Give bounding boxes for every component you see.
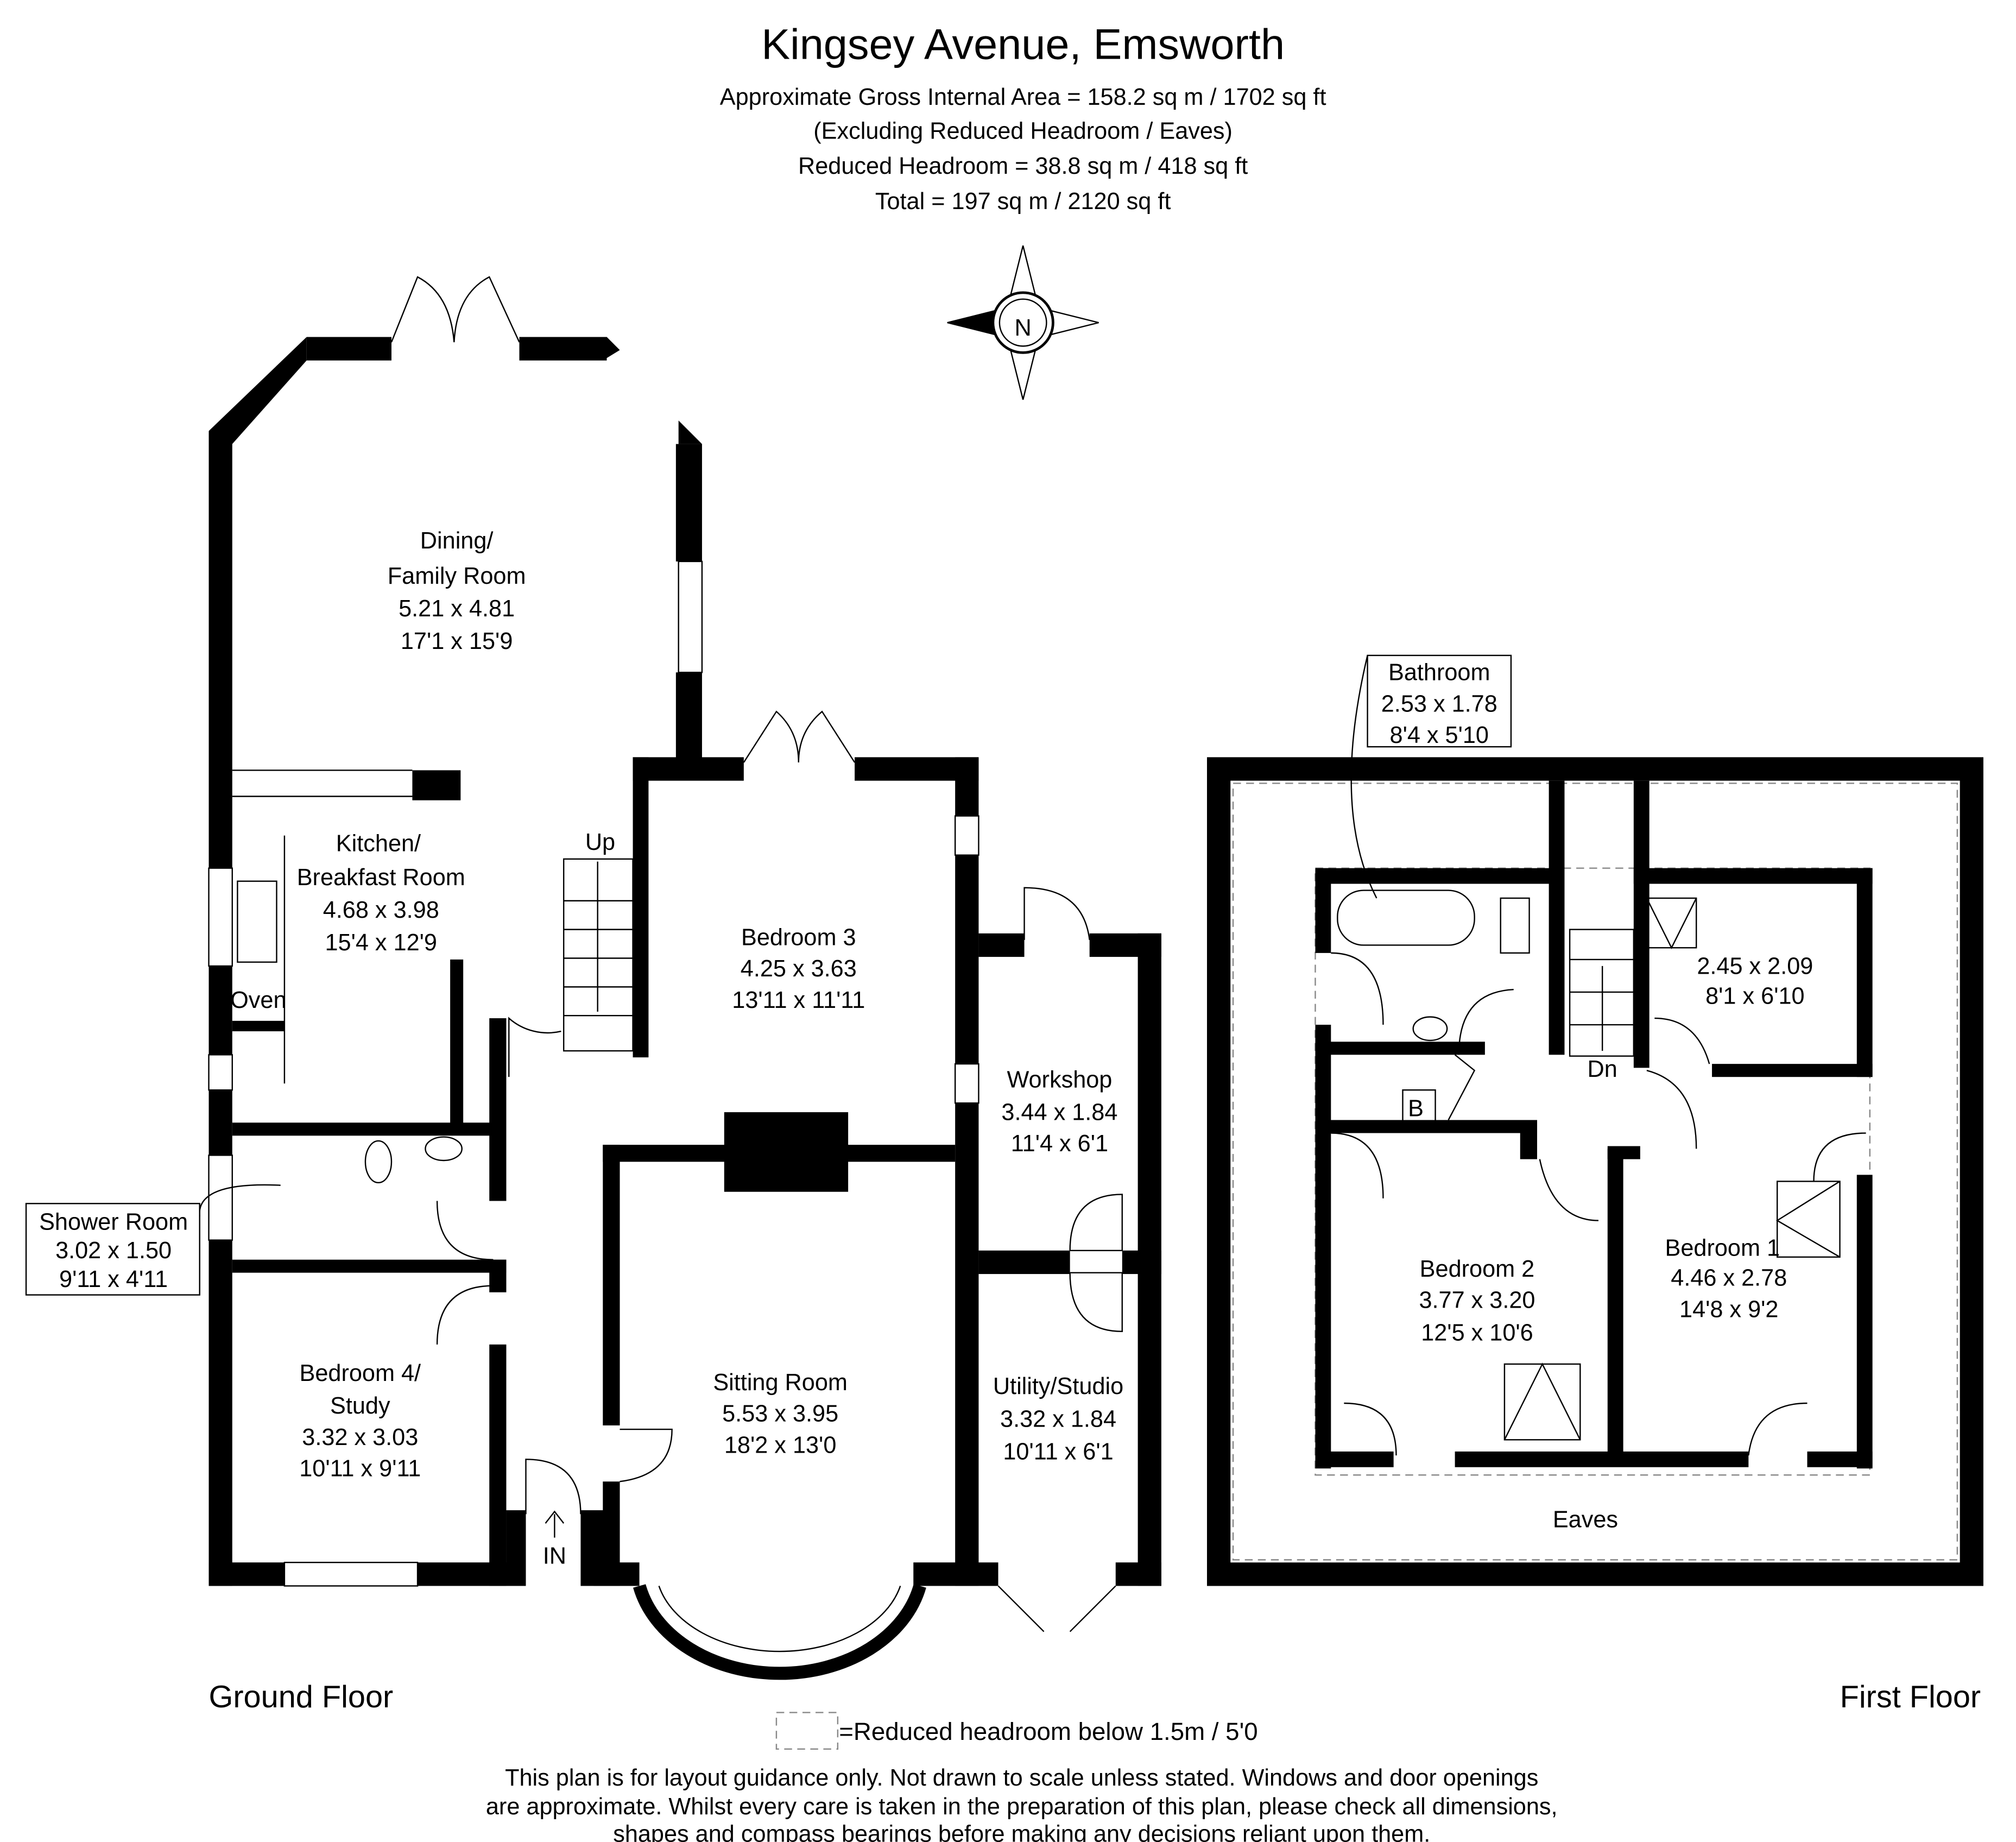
room-dimensions-imperial: 8'1 x 6'10 bbox=[1705, 983, 1804, 1010]
room-dining-family: Dining/ Family Room 5.21 x 4.81 17'1 x 1… bbox=[388, 528, 526, 654]
oven-label: Oven bbox=[230, 987, 286, 1013]
room-dimensions-metric: 3.77 x 3.20 bbox=[1419, 1288, 1535, 1314]
area-line: Reduced Headroom = 38.8 sq m / 418 sq ft bbox=[798, 153, 1248, 179]
room-dimensions-imperial: 18'2 x 13'0 bbox=[724, 1432, 837, 1458]
room-dimensions-imperial: 10'11 x 6'1 bbox=[1003, 1439, 1113, 1465]
room-name: Bedroom 3 bbox=[741, 924, 856, 950]
room-dimensions-metric: 3.32 x 3.03 bbox=[302, 1424, 418, 1450]
room-name: Bedroom 4/ bbox=[300, 1360, 422, 1386]
room-dimensions-metric: 3.02 x 1.50 bbox=[55, 1238, 172, 1264]
legend: =Reduced headroom below 1.5m / 5'0 bbox=[775, 1712, 1258, 1750]
room-sitting: Sitting Room 5.53 x 3.95 18'2 x 13'0 bbox=[713, 1370, 848, 1458]
header: Kingsey Avenue, Emsworth Approximate Gro… bbox=[720, 20, 1326, 215]
room-dimensions-metric: 5.21 x 4.81 bbox=[399, 596, 515, 622]
room-name: Dining/ bbox=[420, 528, 494, 554]
reduced-headroom-swatch bbox=[775, 1712, 839, 1750]
room-dimensions-metric: 5.53 x 3.95 bbox=[722, 1401, 838, 1427]
room-dimensions-imperial: 11'4 x 6'1 bbox=[1011, 1131, 1108, 1157]
room-bedroom-2: Bedroom 2 3.77 x 3.20 12'5 x 10'6 bbox=[1419, 1256, 1535, 1346]
room-name: Study bbox=[330, 1393, 390, 1419]
compass-north-label: N bbox=[1015, 315, 1032, 341]
room-dimensions-metric: 4.25 x 3.63 bbox=[741, 956, 857, 982]
disclaimer-line: are approximate. Whilst every care is ta… bbox=[486, 1794, 1558, 1820]
room-dimensions-imperial: 15'4 x 12'9 bbox=[325, 930, 437, 956]
room-dimensions-imperial: 14'8 x 9'2 bbox=[1679, 1296, 1778, 1322]
room-dimensions-imperial: 13'11 x 11'11 bbox=[732, 987, 865, 1013]
area-line: Approximate Gross Internal Area = 158.2 … bbox=[720, 84, 1326, 110]
room-dimensions-metric: 3.32 x 1.84 bbox=[1000, 1406, 1116, 1432]
room-dimensions-imperial: 12'5 x 10'6 bbox=[1421, 1320, 1533, 1346]
disclaimer: This plan is for layout guidance only. N… bbox=[486, 1765, 1558, 1842]
room-name: Kitchen/ bbox=[336, 830, 421, 856]
room-dimensions-metric: 2.45 x 2.09 bbox=[1697, 953, 1813, 979]
room-dimensions-metric: 4.68 x 3.98 bbox=[323, 897, 439, 923]
room-name: Bedroom 1 bbox=[1665, 1235, 1780, 1261]
area-line: (Excluding Reduced Headroom / Eaves) bbox=[813, 118, 1233, 144]
eaves-label: Eaves bbox=[1553, 1506, 1618, 1532]
entrance-label: IN bbox=[543, 1543, 566, 1569]
room-name: Workshop bbox=[1007, 1067, 1112, 1093]
stairs-up-label: Up bbox=[585, 829, 615, 855]
compass-icon: N bbox=[947, 245, 1099, 400]
room-name: Shower Room bbox=[39, 1209, 188, 1235]
boiler-label: B bbox=[1408, 1095, 1424, 1121]
room-utility: Utility/Studio 3.32 x 1.84 10'11 x 6'1 bbox=[993, 1373, 1123, 1465]
entrance-arrow-icon bbox=[545, 1510, 565, 1538]
room-first-floor-small: 2.45 x 2.09 8'1 x 6'10 bbox=[1697, 953, 1813, 1009]
first-floor-label: First Floor bbox=[1840, 1680, 1981, 1714]
room-kitchen: Kitchen/ Breakfast Room 4.68 x 3.98 15'4… bbox=[230, 830, 465, 1013]
room-shower: Shower Room 3.02 x 1.50 9'11 x 4'11 bbox=[25, 1184, 281, 1296]
room-dimensions-metric: 2.53 x 1.78 bbox=[1381, 691, 1497, 717]
room-name: Utility/Studio bbox=[993, 1373, 1123, 1399]
room-bathroom: Bathroom 2.53 x 1.78 8'4 x 5'10 bbox=[1350, 654, 1512, 899]
room-dimensions-metric: 3.44 x 1.84 bbox=[1001, 1099, 1117, 1125]
room-dimensions-imperial: 17'1 x 15'9 bbox=[401, 628, 513, 654]
legend-text: =Reduced headroom below 1.5m / 5'0 bbox=[839, 1718, 1257, 1745]
room-dimensions-imperial: 9'11 x 4'11 bbox=[59, 1266, 168, 1292]
ground-floor-walls bbox=[208, 276, 1161, 1680]
ground-floor-label: Ground Floor bbox=[209, 1680, 394, 1714]
first-floor-walls bbox=[1206, 757, 1983, 1586]
room-dimensions-imperial: 8'4 x 5'10 bbox=[1390, 722, 1489, 748]
room-name: Family Room bbox=[388, 563, 526, 589]
area-line: Total = 197 sq m / 2120 sq ft bbox=[875, 188, 1171, 215]
room-bedroom-1: Bedroom 1 4.46 x 2.78 14'8 x 9'2 bbox=[1665, 1235, 1787, 1322]
room-dimensions-imperial: 10'11 x 9'11 bbox=[299, 1456, 421, 1482]
room-workshop: Workshop 3.44 x 1.84 11'4 x 6'1 bbox=[1001, 1067, 1117, 1157]
stairs-down-label: Dn bbox=[1588, 1056, 1617, 1082]
room-name: Bedroom 2 bbox=[1420, 1256, 1535, 1282]
room-bedroom-3: Bedroom 3 4.25 x 3.63 13'11 x 11'11 bbox=[732, 924, 865, 1013]
room-name: Sitting Room bbox=[713, 1370, 848, 1396]
disclaimer-line: shapes and compass bearings before makin… bbox=[613, 1821, 1430, 1842]
room-name: Breakfast Room bbox=[297, 865, 465, 891]
room-bedroom-4: Bedroom 4/ Study 3.32 x 3.03 10'11 x 9'1… bbox=[299, 1360, 421, 1481]
room-name: Bathroom bbox=[1388, 660, 1490, 686]
plan-title: Kingsey Avenue, Emsworth bbox=[761, 20, 1285, 68]
room-dimensions-metric: 4.46 x 2.78 bbox=[1671, 1265, 1787, 1291]
disclaimer-line: This plan is for layout guidance only. N… bbox=[505, 1765, 1538, 1791]
entrance: IN bbox=[543, 1510, 566, 1569]
